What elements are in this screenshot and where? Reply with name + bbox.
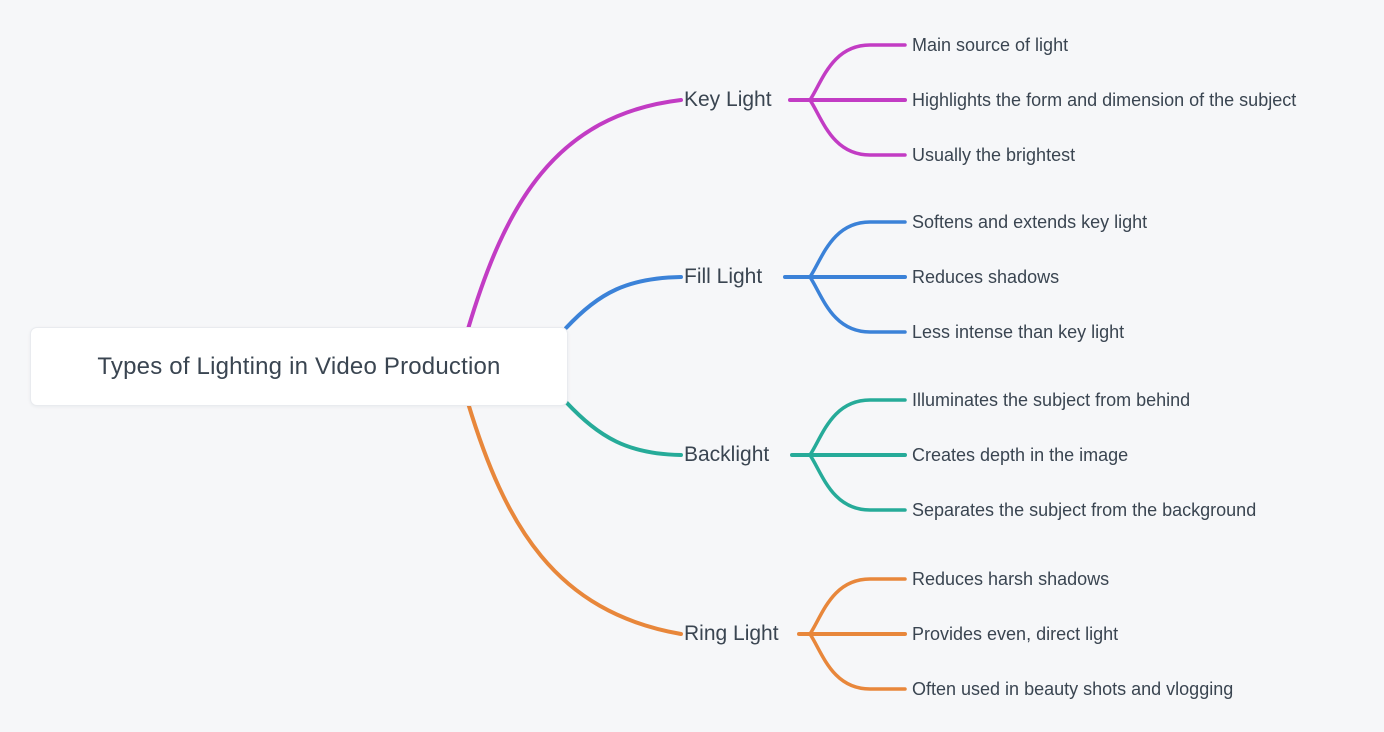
edge-key-light-child-1	[808, 43, 907, 102]
root-node[interactable]: Types of Lighting in Video Production	[30, 327, 568, 406]
child-node-backlight-1[interactable]: Illuminates the subject from behind	[912, 390, 1191, 410]
child-node-key-light-3[interactable]: Usually the brightest	[912, 145, 1076, 165]
edge-ring-light-child-1	[808, 577, 907, 636]
edge-root-to-key-light	[466, 98, 683, 331]
child-node-fill-light-1[interactable]: Softens and extends key light	[912, 212, 1148, 232]
child-node-ring-light-1[interactable]: Reduces harsh shadows	[912, 569, 1110, 589]
edge-fill-light-child-1	[808, 220, 907, 279]
child-node-backlight-2[interactable]: Creates depth in the image	[912, 445, 1129, 465]
branch-node-key-light[interactable]: Key Light	[684, 88, 772, 111]
child-node-ring-light-2[interactable]: Provides even, direct light	[912, 624, 1119, 644]
child-node-fill-light-2[interactable]: Reduces shadows	[912, 267, 1060, 287]
edge-root-to-fill-light	[564, 275, 683, 330]
child-node-key-light-2[interactable]: Highlights the form and dimension of the…	[912, 90, 1297, 110]
edge-fill-light-child-3	[808, 275, 907, 334]
branch-node-backlight[interactable]: Backlight	[684, 443, 770, 466]
edge-ring-light-child-3	[808, 632, 907, 691]
edge-key-light-child-3	[808, 98, 907, 157]
edge-root-to-backlight	[564, 400, 683, 457]
child-node-ring-light-3[interactable]: Often used in beauty shots and vlogging	[912, 679, 1234, 699]
child-node-key-light-1[interactable]: Main source of light	[912, 35, 1069, 55]
edge-backlight-child-3	[808, 453, 907, 512]
branch-node-ring-light[interactable]: Ring Light	[684, 622, 779, 645]
edge-root-to-ring-light	[466, 401, 683, 636]
root-node-label: Types of Lighting in Video Production	[97, 352, 501, 380]
branch-node-fill-light[interactable]: Fill Light	[684, 265, 763, 288]
edge-backlight-child-1	[808, 398, 907, 457]
child-node-backlight-3[interactable]: Separates the subject from the backgroun…	[912, 500, 1257, 520]
child-node-fill-light-3[interactable]: Less intense than key light	[912, 322, 1125, 342]
